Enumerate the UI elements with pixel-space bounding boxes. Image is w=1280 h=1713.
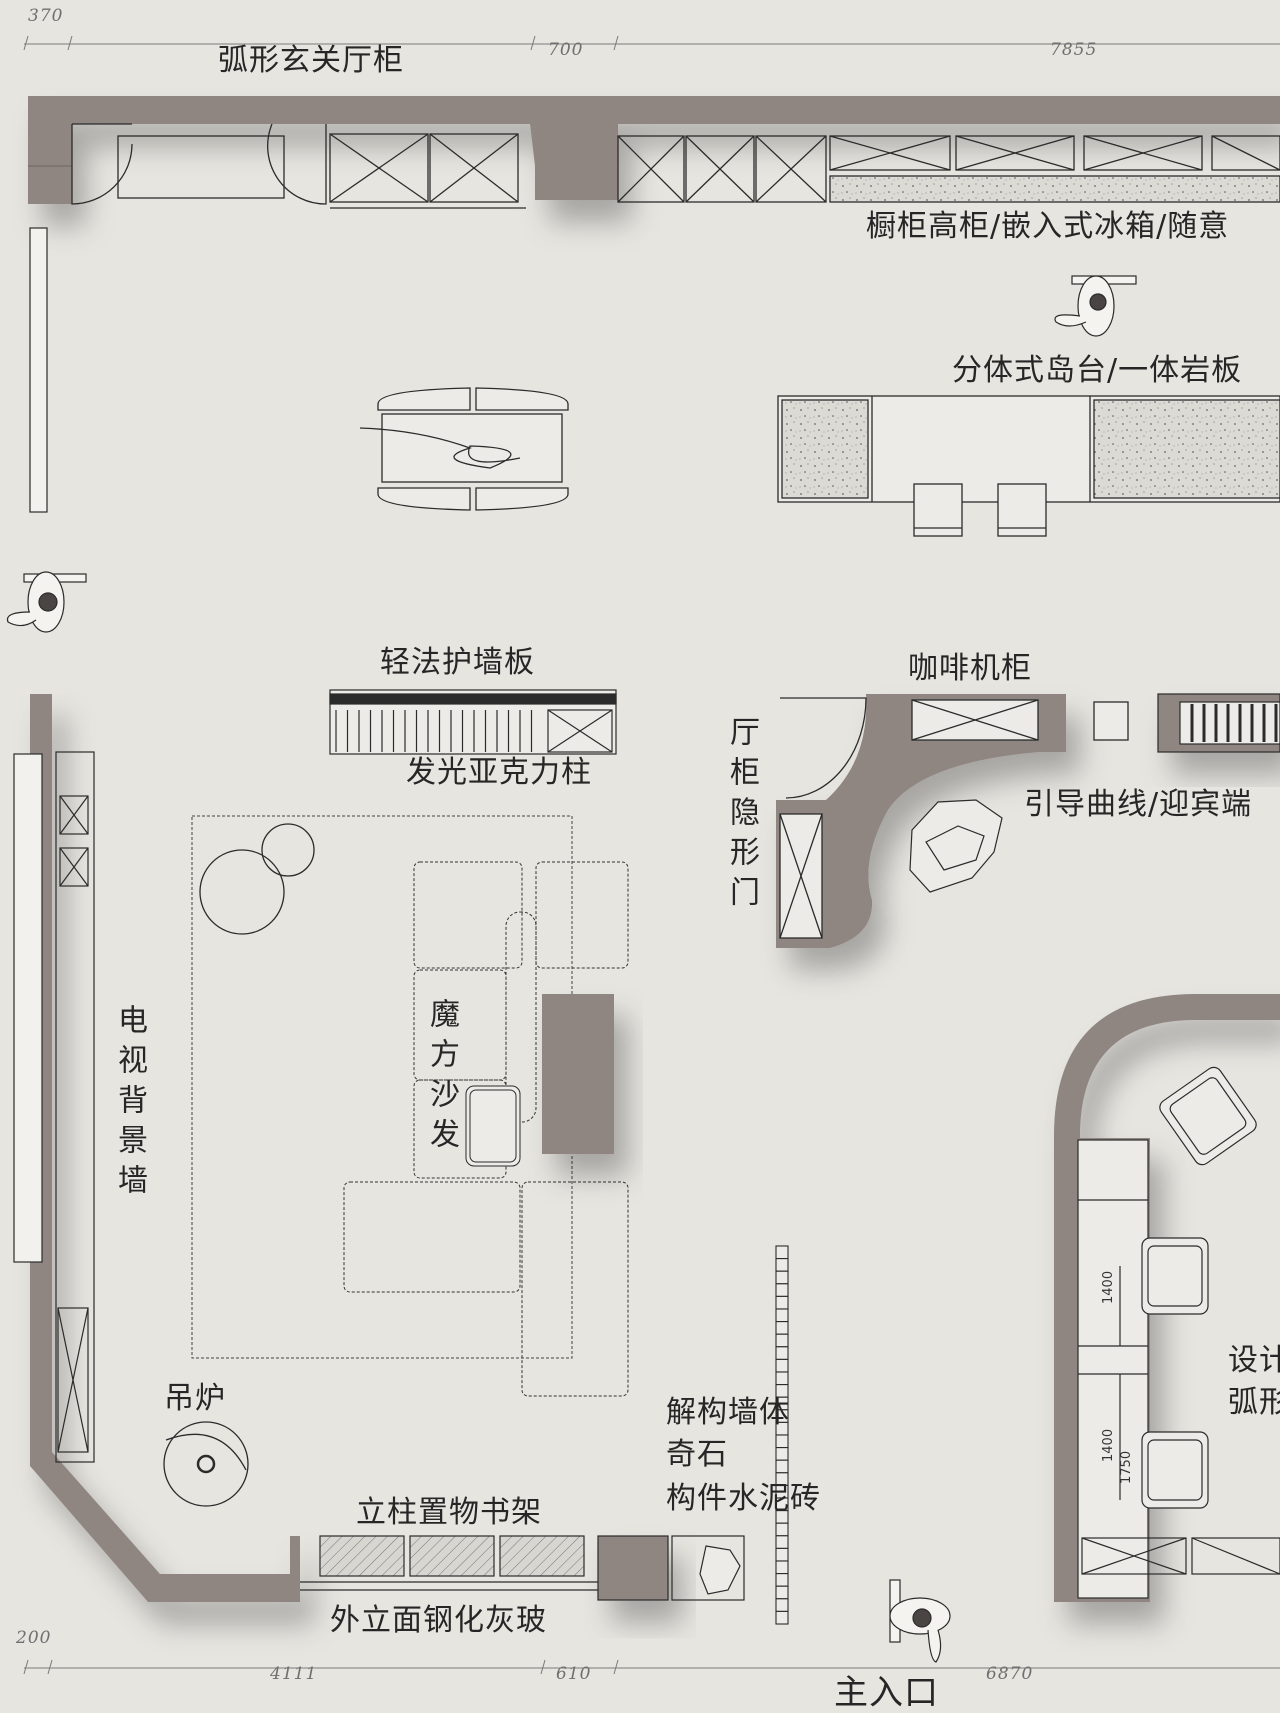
cement-brick xyxy=(775,1547,789,1562)
label-tv-wall: 电视背景墙 xyxy=(112,1004,147,1204)
label-facade-glass: 外立面钢化灰玻 xyxy=(330,1603,547,1638)
cube-sofa xyxy=(343,861,629,1397)
dim-inner-3: 1750 xyxy=(1119,1450,1134,1484)
label-cement-brick: 构件水泥砖 xyxy=(666,1481,821,1516)
cement-brick xyxy=(775,1560,789,1575)
window-strip xyxy=(29,227,48,513)
cement-brick xyxy=(775,1321,789,1335)
dim-bottom-b: 610 xyxy=(556,1664,592,1684)
dim-bottom-left: 200 xyxy=(16,1628,52,1648)
label-cube-sofa: 魔方沙发 xyxy=(424,998,459,1158)
cement-brick xyxy=(775,1598,789,1612)
label-deconstruct-wall: 解构墙体 xyxy=(666,1395,790,1430)
dim-inner-2: 1400 xyxy=(1101,1428,1116,1462)
island xyxy=(777,395,1280,537)
person-left xyxy=(6,571,87,633)
cement-brick xyxy=(775,1283,789,1297)
cement-brick xyxy=(775,1447,789,1461)
label-wall-panel: 轻法护墙板 xyxy=(380,645,535,680)
tv-wall xyxy=(30,694,300,1602)
coffee-cabinet-lines xyxy=(779,697,1129,939)
dimension-lines xyxy=(23,35,1280,1675)
dim-top-mid: 700 xyxy=(548,40,584,60)
tv-cabinet xyxy=(13,751,95,1463)
armchair-small xyxy=(465,1085,521,1167)
person-entrance xyxy=(889,1579,951,1663)
label-bookshelf: 立柱置物书架 xyxy=(356,1495,542,1530)
right-rack xyxy=(1157,693,1280,753)
label-island: 分体式岛台/一体岩板 xyxy=(952,353,1243,388)
dim-inner-1: 1400 xyxy=(1101,1270,1116,1304)
decorative-rock xyxy=(909,799,1003,893)
kitchen-tall-cabinet xyxy=(617,135,1280,203)
coffee-cabinet xyxy=(776,694,1066,948)
cement-brick xyxy=(775,1371,789,1386)
rack-slats xyxy=(1190,704,1278,742)
dim-top-right: 7855 xyxy=(1050,40,1098,60)
dim-top-left: 370 xyxy=(28,6,64,26)
bookshelf xyxy=(300,1535,745,1601)
cement-brick xyxy=(775,1346,789,1360)
label-guide-curve: 引导曲线/迎宾端 xyxy=(1024,787,1253,822)
cement-brick xyxy=(775,1270,789,1285)
design-area-interior xyxy=(1077,1066,1280,1599)
coffee-table-block xyxy=(542,994,614,1154)
dining-table xyxy=(359,387,569,511)
cement-brick xyxy=(775,1295,789,1310)
brick-wall xyxy=(775,1245,789,1625)
top-wall xyxy=(28,96,1280,204)
cement-brick xyxy=(775,1434,789,1449)
pendant-stove xyxy=(163,1421,249,1507)
acrylic-columns xyxy=(335,710,533,752)
cement-brick xyxy=(775,1333,789,1348)
cement-brick xyxy=(775,1573,789,1587)
cement-brick xyxy=(775,1535,789,1549)
cement-brick xyxy=(775,1258,789,1272)
cement-brick xyxy=(775,1522,789,1537)
label-entrance-cabinet: 弧形玄关厅柜 xyxy=(218,43,404,78)
label-coffee-cabinet: 咖啡机柜 xyxy=(908,651,1032,686)
label-rock: 奇石 xyxy=(666,1437,728,1472)
side-tables xyxy=(199,823,315,935)
label-pendant-stove: 吊炉 xyxy=(164,1381,226,1416)
person-top xyxy=(1054,275,1137,337)
wall-panel xyxy=(329,689,617,755)
label-design-area-2: 弧形 xyxy=(1228,1385,1280,1420)
cement-brick xyxy=(775,1245,789,1260)
label-kitchen-tall-cabinet: 橱柜高柜/嵌入式冰箱/随意 xyxy=(866,209,1230,244)
label-design-area-1: 设计 xyxy=(1228,1343,1280,1378)
cement-brick xyxy=(775,1308,789,1323)
cement-brick xyxy=(775,1610,789,1625)
label-acrylic-column: 发光亚克力柱 xyxy=(406,755,592,790)
label-main-entrance: 主入口 xyxy=(834,1673,939,1713)
cement-brick xyxy=(775,1585,789,1600)
entrance-cabinet xyxy=(71,123,526,209)
cement-brick xyxy=(775,1358,789,1373)
dim-bottom-c: 6870 xyxy=(986,1664,1034,1684)
cement-brick xyxy=(775,1459,789,1474)
label-hidden-door: 厅柜隐形门 xyxy=(724,716,759,916)
dim-bottom-a: 4111 xyxy=(270,1664,318,1684)
